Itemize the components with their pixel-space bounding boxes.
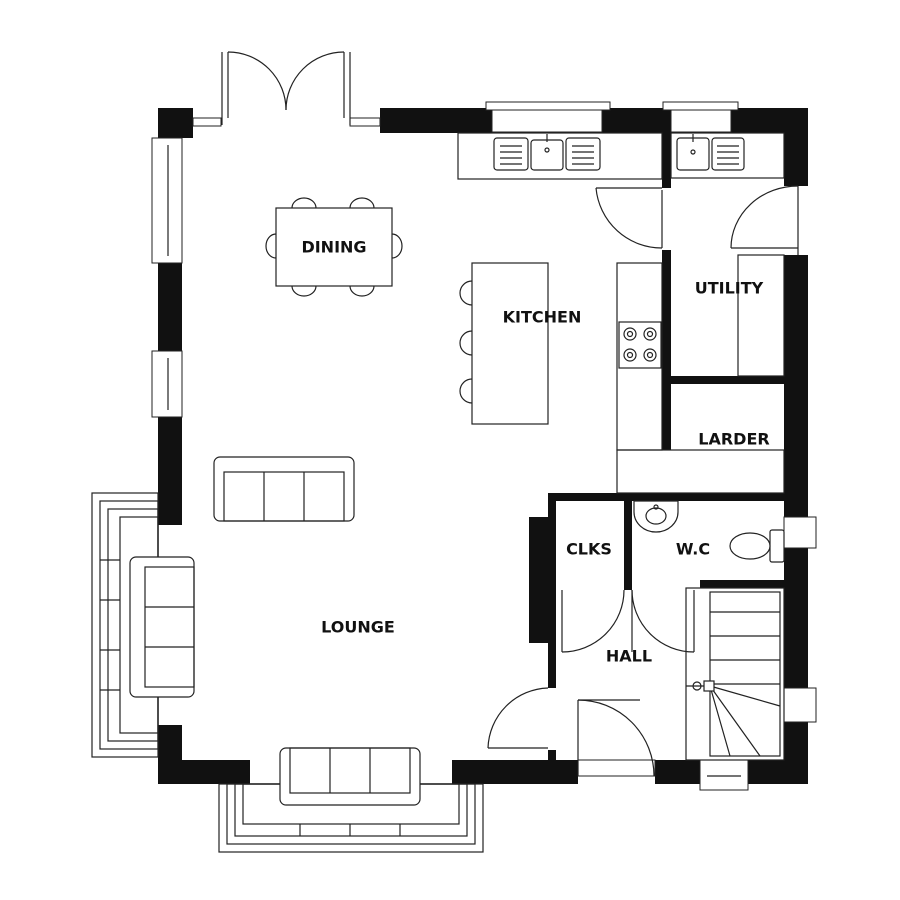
room-label-lounge: LOUNGE (321, 618, 395, 637)
room-label-larder: LARDER (698, 430, 769, 449)
window-bottom-door-frame (577, 759, 656, 777)
wall-kitchen-utility-top (662, 120, 671, 188)
wall-kitchen-utility (662, 250, 671, 450)
basin-icon (633, 500, 679, 533)
window-top-kitchen (485, 101, 611, 111)
wall-bottom-right (740, 760, 808, 784)
window-top-utility (662, 101, 739, 111)
window-bottom-hall (699, 759, 749, 791)
external-walls (158, 108, 808, 784)
utility-door (730, 185, 799, 255)
wall-right-middle (784, 255, 808, 517)
wall-utility-larder (662, 376, 784, 384)
sofa-top-icon (213, 456, 355, 522)
sofa-bottom-icon (279, 747, 421, 806)
kitchen-island-icon (459, 262, 549, 425)
dining-table-icon (265, 197, 403, 297)
wall-hall-left-thick (529, 517, 556, 643)
clks-door (561, 589, 625, 653)
room-label-kitchen: KITCHEN (503, 308, 582, 327)
room-label-dining: DINING (301, 238, 366, 257)
room-label-hall: HALL (606, 647, 652, 666)
wall-stair-top (700, 580, 808, 588)
wall-left-mid-a (158, 263, 182, 351)
wall-left-bottom (158, 725, 182, 784)
room-label-wc: W.C (676, 540, 710, 559)
wall-right-upper (784, 108, 808, 186)
wall-bottom-hall-b (655, 760, 707, 784)
french-doors (192, 51, 381, 127)
staircase-icon (685, 587, 785, 761)
windows (151, 101, 817, 791)
lounge-door (487, 687, 549, 749)
wall-top-mid (380, 108, 492, 133)
kitchen-door (595, 187, 663, 249)
wall-clks-wc (624, 493, 632, 590)
window-right-stair (783, 687, 817, 723)
room-label-clks: CLKS (566, 540, 612, 559)
window-left-dining (151, 137, 183, 264)
wall-hall-left-stub (548, 750, 556, 784)
toilet-icon (729, 529, 785, 563)
wall-hall-left-lower (548, 643, 556, 688)
internal-walls (529, 120, 808, 784)
utility-sink-icon (676, 134, 745, 171)
window-top-kitchen-sill (491, 109, 603, 133)
room-labels: DINING KITCHEN UTILITY LARDER LOUNGE CLK… (301, 238, 769, 666)
sofa-left-icon (129, 556, 195, 698)
wall-hall-top (548, 493, 808, 501)
window-left-kitchen (151, 350, 183, 418)
room-label-utility: UTILITY (695, 279, 764, 298)
wall-top-right-a (600, 108, 672, 133)
window-right-wc (783, 516, 817, 549)
front-door (577, 699, 655, 777)
wc-door (631, 589, 695, 653)
wall-bottom-hall-a (452, 760, 578, 784)
utility-cupboard (737, 254, 785, 377)
wall-left-mid-b (158, 417, 182, 525)
kitchen-sink-icon (493, 134, 601, 171)
hob-icon (618, 321, 662, 369)
window-top-utility-sill (670, 109, 732, 133)
wall-left-top (158, 108, 182, 138)
kitchen-units (457, 132, 785, 494)
wall-right-lower-a (784, 548, 808, 688)
